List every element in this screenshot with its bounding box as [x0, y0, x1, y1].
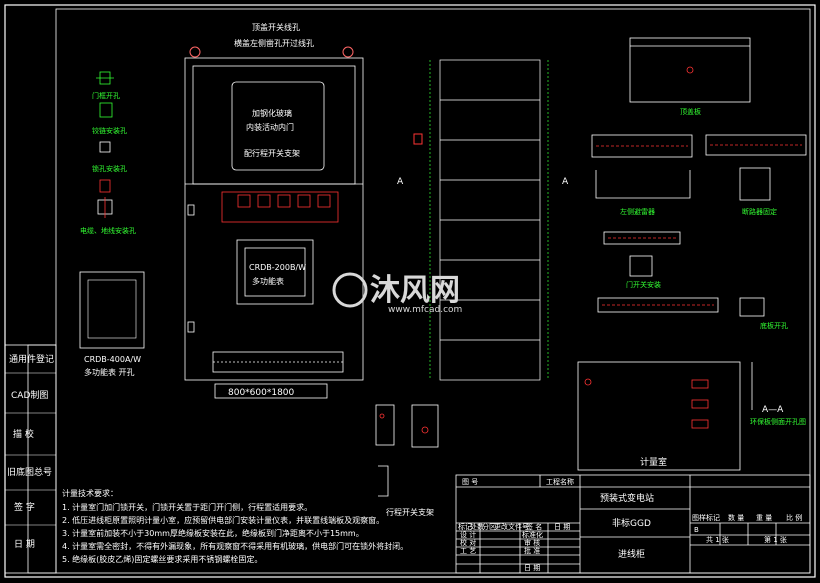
standard-label: 非标GGD	[612, 517, 651, 529]
title-block	[455, 474, 811, 574]
switch-bracket-detail	[375, 404, 439, 497]
bracket-small-label: 行程开关支架	[386, 507, 434, 517]
top-label-2: 横盖左侧凿孔开过线孔	[234, 38, 314, 48]
cabinet-dimension: 800*600*1800	[228, 388, 295, 398]
watermark-url: www.mfcad.com	[388, 305, 462, 315]
panel-text-3: 配行程开关支架	[244, 148, 300, 158]
notes-line-4: 4. 计量室需全密封，不得有外漏现象，所有观察窗不得采用有机玻璃，供电部门可在锁…	[62, 541, 408, 551]
title-cell-project: 工程名称	[546, 477, 574, 486]
top-plate-detail	[629, 37, 751, 103]
cabinet-front-view	[184, 57, 364, 381]
meter-model: CRDB-200B/W	[249, 263, 306, 272]
sheet-total: 共 1 张	[706, 535, 729, 544]
stage-label-2: 数 量	[728, 513, 744, 522]
left-tag-2: 铰链安装孔	[92, 126, 127, 135]
watermark-brand: 沐风网	[370, 273, 460, 308]
top-plate-label: 顶盖板	[680, 107, 701, 116]
breaker-fix-label: 断路器固定	[742, 207, 777, 216]
watermark-logo: 沐风网 www.mfcad.com	[332, 272, 462, 315]
top-bolt-left	[189, 46, 201, 58]
col-label-1: 标记	[458, 522, 472, 531]
notes-line-5: 5. 绝缘板(胶皮乙烯)固定螺丝要求采用不锈钢螺栓固定。	[62, 554, 262, 564]
section-a-right: A	[562, 177, 569, 187]
section-aa-sub: 环保板侧面开孔图	[750, 417, 806, 426]
cutout-model: CRDB-400A/W	[84, 355, 141, 364]
sign-row-6: 批 准	[524, 546, 540, 555]
measure-room-label: 计量室	[640, 456, 667, 468]
door-switch-detail	[603, 231, 681, 277]
side-red-marker	[413, 133, 423, 145]
col-label-5: 签 名	[526, 522, 542, 531]
left-detail-details	[96, 71, 114, 218]
project-name: 预装式变电站	[600, 492, 654, 504]
registry-sidebar: 通用件登记 CAD制图 描 校 旧底图总号 签 字 日 期	[4, 344, 57, 574]
sign-row-3: 审 核	[524, 538, 540, 547]
lightning-detail	[591, 134, 693, 199]
notes-title: 计量技术要求：	[62, 488, 118, 498]
inner-frame	[55, 8, 811, 574]
left-tag-3: 锁孔安装孔	[92, 164, 127, 173]
sign-row-1: 设 计	[460, 530, 476, 539]
sidebar-row-6: 日 期	[14, 539, 35, 550]
stage-mark: B	[694, 526, 699, 534]
stage-label-3: 重 量	[756, 514, 772, 522]
lightning-label: 左侧避雷器	[620, 207, 655, 216]
sign-row-7: 日 期	[524, 564, 540, 572]
col-label-4: 更改文件号	[494, 522, 529, 531]
top-label-1: 顶盖开关线孔	[252, 22, 300, 32]
sheet-no: 第 1 张	[764, 535, 787, 544]
sidebar-row-4: 旧底图总号	[7, 466, 52, 478]
sign-row-4: 工 艺	[460, 547, 476, 555]
section-aa-label: A—A	[762, 405, 784, 415]
title-cell-tuhao: 图 号	[462, 478, 478, 486]
sign-row-5: 标准化	[522, 530, 543, 539]
panel-text-2: 内装活动内门	[246, 122, 294, 132]
notes-line-3: 3. 计量室前加装不小于30mm厚绝缘板安装在此，绝缘板到门净距离不小于15mm…	[62, 528, 364, 538]
dimension-box	[214, 383, 328, 399]
sign-row-2: 校 对	[460, 538, 476, 547]
section-a-left: A	[397, 177, 404, 187]
panel-text-1: 加钢化玻璃	[252, 108, 292, 118]
bottom-plate-label: 底板开孔	[760, 321, 788, 330]
sidebar-row-3: 描 校	[13, 428, 34, 440]
cabinet-switches	[237, 194, 331, 208]
col-label-6: 日 期	[554, 523, 570, 531]
drawing-name: 进线柜	[618, 548, 645, 560]
col-label-2: 处数	[470, 522, 484, 531]
left-tag-4: 电缆、地线安装孔	[80, 226, 136, 235]
door-switch-label: 门开关安装	[626, 280, 661, 289]
notes-line-2: 2. 低压进线柜原置照明计量小室，应预留供电部门安装计量仪表，并联置线端板及观察…	[62, 515, 384, 525]
meter-cutout-detail: CRDB-400A/W 多功能表 开孔	[79, 271, 145, 377]
bottom-plate-detail	[597, 297, 765, 317]
stage-label-4: 比 例	[786, 513, 802, 522]
cutout-sub: 多功能表 开孔	[84, 367, 135, 377]
breaker-fix-detail	[705, 134, 807, 201]
meter-sub: 多功能表	[252, 276, 284, 286]
measure-room-detail	[577, 361, 741, 471]
notes-line-1: 1. 计量室门加门锁开关，门锁开关置于距门开门侧，行程置适用要求。	[62, 502, 312, 512]
stage-label-1: 图样标记	[692, 513, 720, 522]
col-label-3: 分区	[482, 522, 496, 531]
sidebar-row-2: CAD制图	[11, 389, 48, 401]
cabinet-side-view	[429, 59, 549, 381]
sidebar-row-1: 通用件登记	[9, 353, 54, 365]
sidebar-row-5: 签 字	[14, 501, 35, 513]
top-bolt-right	[342, 46, 354, 58]
drawing-frame	[4, 4, 816, 578]
left-tag-1: 门框开孔	[92, 91, 120, 100]
